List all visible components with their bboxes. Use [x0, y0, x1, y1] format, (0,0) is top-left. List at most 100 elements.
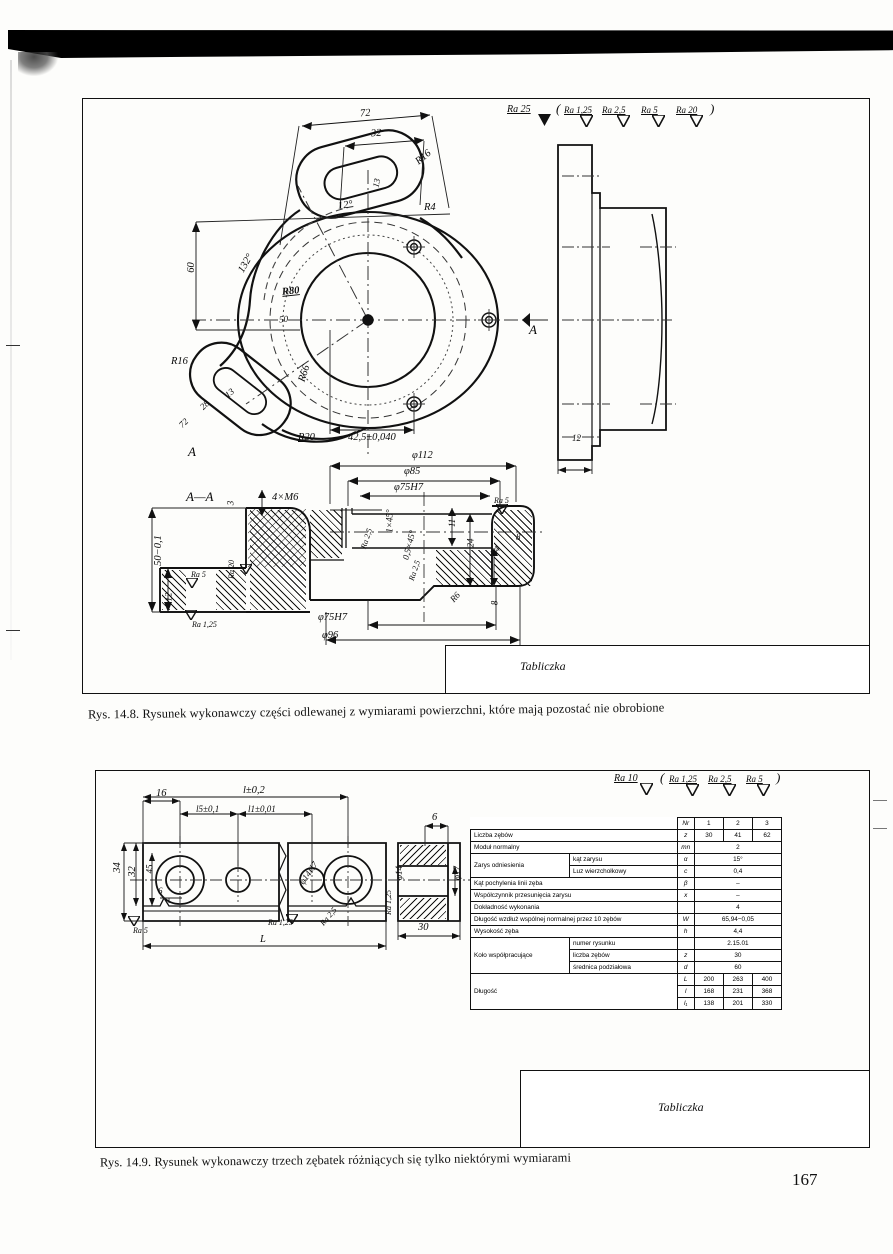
table-row: Długość wzdłuż wspólnej normalnej przez … [470, 913, 783, 926]
gear-data-table: Nr 1 2 3 Liczba zębów z 30 41 62 Moduł n… [470, 817, 783, 1010]
row-sym-8: h [676, 925, 695, 938]
header-label: Nr [676, 817, 695, 830]
row-label-5: Współczynnik przesunięcia zarysu [470, 889, 678, 902]
scan-blob-artifact [18, 52, 58, 76]
rough-label-ra5-b: Ra 5 [494, 496, 509, 505]
table-row: Dokładność wykonania 4 [470, 901, 783, 914]
row-sym-7: W [676, 913, 695, 926]
row-v5: – [693, 889, 783, 902]
row-sym-11: d [676, 961, 695, 974]
row-v8: 4,4 [693, 925, 783, 938]
figure2-roughness-paren-open: ( [660, 770, 665, 785]
figure2-roughness-main: Ra 10 [614, 773, 638, 784]
figure2-roughness-triangle-a [128, 916, 141, 927]
row-v4: – [693, 877, 783, 890]
figure-2-frame [95, 770, 870, 1148]
crop-tick-left-2 [6, 630, 20, 631]
row-sublabel-3: Luz wierzchołkowy [569, 865, 678, 878]
dim-45: 45 [144, 864, 155, 874]
row-sublabel-10: liczba zębów [569, 949, 678, 962]
row-sublabel-9: numer rysunku [569, 937, 678, 950]
row-sym-13: l [676, 985, 695, 998]
roughness-alt-1: Ra 1,25 [564, 105, 592, 115]
roughness-alt-4: Ra 20 [676, 105, 698, 115]
table-row: średnica podziałowa d 60 [471, 961, 783, 974]
dim-L-tolerance: l±0,2 [243, 785, 265, 796]
row-v13-2: 368 [751, 985, 783, 998]
row-sublabel-11: średnica podziałowa [569, 961, 678, 974]
roughness-main-label: Ra 25 [507, 104, 531, 115]
row-v2: 15° [693, 853, 783, 866]
row-v13-1: 231 [722, 985, 753, 998]
figure2-rough-ra125-b: Ra 1,25 [383, 890, 393, 915]
crop-tick-right-2 [873, 828, 887, 829]
row-v9: 2.15.01 [693, 937, 783, 950]
header-col-1: 1 [693, 817, 724, 830]
row-sym-10: z [676, 949, 695, 962]
dim-30: 30 [418, 922, 429, 933]
section-hatch-2 [162, 570, 186, 610]
row-v6: 4 [693, 901, 783, 914]
roughness-alt-2: Ra 2,5 [602, 105, 626, 115]
roughness-triangle-icon-2 [617, 115, 630, 127]
dim-dia-85: φ85 [404, 466, 421, 477]
dim-center-distance: 42,5±0,040 [348, 432, 396, 443]
row-sublabel-2: kąt zarysu [569, 853, 678, 866]
section-hatch-6 [494, 510, 532, 586]
row-v10: 30 [693, 949, 783, 962]
section-title-AA: A—A [186, 489, 214, 504]
row-v0-2: 62 [751, 829, 783, 842]
table-row: Liczba zębów z 30 41 62 [470, 829, 783, 842]
crop-tick-right [873, 800, 887, 801]
dim-32: 32 [126, 866, 138, 877]
dim-thread-4xM6: 4×M6 [272, 492, 299, 503]
row-label-6: Dokładność wykonania [470, 901, 678, 914]
header-col-2: 2 [722, 817, 753, 830]
figure2-rough-ra5: Ra 5 [133, 926, 148, 935]
dim-radius-20: R20 [298, 432, 315, 443]
figure2-title-block [520, 1070, 870, 1148]
roughness-triangle-section-3 [185, 610, 198, 621]
figure1-title-block-label: Tabliczka [520, 659, 566, 673]
row-sym-14: l₁ [676, 997, 695, 1010]
row-v13-0: 168 [693, 985, 724, 998]
table-row: Współczynnik przesunięcia zarysu x – [470, 889, 783, 902]
roughness-triangle-section-4 [496, 504, 509, 515]
header-col-3: 3 [751, 817, 783, 830]
section-hatch-1 [250, 510, 306, 610]
rack-side-hatch-bottom [400, 898, 446, 919]
dim-34: 34 [111, 862, 123, 873]
row-sym-4: β [676, 877, 695, 890]
dim-dia-75H7-bottom: φ75H7 [318, 612, 348, 623]
scan-edge-left [10, 60, 12, 660]
section-hatch-3 [216, 570, 246, 610]
row-sym-2: α [676, 853, 695, 866]
row-v12-2: 400 [751, 973, 783, 986]
section-hatch-4 [310, 510, 342, 558]
row-v12-0: 200 [693, 973, 724, 986]
section-marker-A-left: A [188, 444, 196, 459]
row-sym-0: z [676, 829, 695, 842]
dim-side-12: 12 [572, 433, 581, 443]
dim-dia-112: φ112 [412, 450, 433, 461]
row-label-4: Kąt pochylenia linii zęba [470, 877, 678, 890]
row-v11: 60 [693, 961, 783, 974]
row-label-0: Liczba zębów [470, 829, 678, 842]
row-v14-0: 138 [693, 997, 724, 1010]
row-sym-6 [676, 901, 695, 914]
figure2-roughness-triangle-icon [640, 783, 653, 795]
row-v3: 0,4 [693, 865, 783, 878]
row-v1: 2 [693, 841, 783, 854]
roughness-triangle-icon [538, 114, 551, 126]
row-label-1: Moduł normalny [470, 841, 678, 854]
dim-dia-14: φ14 [393, 866, 404, 880]
figure2-roughness-triangle-3 [757, 784, 770, 796]
row-v14-1: 201 [722, 997, 753, 1010]
dim-dia-17: φ17 [451, 866, 462, 880]
figure2-roughness-alt-2: Ra 2,5 [708, 774, 732, 784]
table-row: Długość L 200 263 400 [470, 973, 783, 1010]
dim-6-left: 6 [158, 886, 163, 896]
